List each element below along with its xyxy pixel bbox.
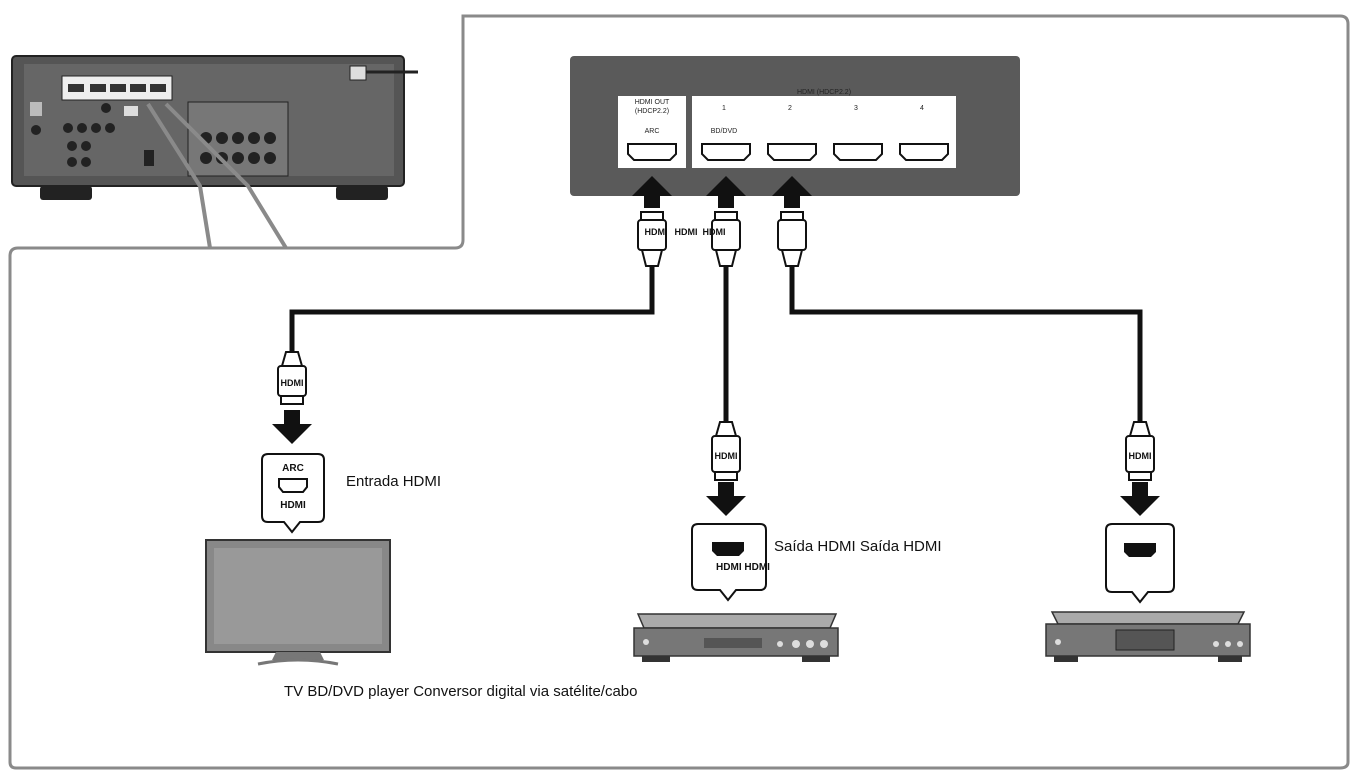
receiver-hdmi-panel: HDMI OUT (HDCP2.2) ARC HDMI (HDCP2.2) 1 … bbox=[570, 56, 1020, 196]
hdmi-plug-bd: HDMI bbox=[711, 421, 741, 481]
hdmi-plug-sat: HDMI bbox=[1125, 421, 1155, 481]
top-cable-label-2: HDMI bbox=[675, 227, 698, 237]
receiver-rear-thumbnail bbox=[11, 55, 418, 200]
hdmi-in-3-port-icon bbox=[833, 143, 883, 161]
hdmi-out-arc: ARC bbox=[645, 128, 660, 135]
hdmi-plug-top-out bbox=[637, 211, 667, 267]
hdmi-port-icon-tv bbox=[278, 478, 308, 493]
hdmi-port-icon-sat bbox=[1124, 543, 1156, 557]
arrow-up-icon-out bbox=[632, 176, 672, 208]
hdmi-plug-tv: HDMI bbox=[277, 351, 307, 405]
sat-port-bubble bbox=[1105, 523, 1175, 604]
arrow-down-icon-sat bbox=[1120, 482, 1160, 516]
input-number-3: 3 bbox=[854, 105, 858, 112]
hdmi-out-sub: (HDCP2.2) bbox=[635, 108, 669, 115]
bd-bubble-hdmi: HDMI HDMI bbox=[716, 562, 770, 573]
top-cable-label-3: HDMI bbox=[703, 227, 726, 237]
arrow-down-icon-bd bbox=[706, 482, 746, 516]
zoom-line-right bbox=[164, 102, 288, 250]
hdmi-in-4-port-icon bbox=[899, 143, 949, 161]
cable-sat bbox=[789, 266, 1143, 422]
input-number-4: 4 bbox=[920, 105, 924, 112]
hdmi-plug-top-in2 bbox=[777, 211, 807, 267]
hdmi-in-1-port-icon bbox=[701, 143, 751, 161]
tv-port-bubble: ARC HDMI bbox=[261, 453, 325, 534]
input-number-1: 1 bbox=[722, 105, 726, 112]
cable-tv bbox=[289, 266, 655, 352]
tv-bubble-arc: ARC bbox=[282, 463, 304, 474]
device-caption: TV BD/DVD player Conversor digital via s… bbox=[284, 683, 637, 700]
zoom-frame bbox=[8, 14, 1350, 770]
zoom-line-left bbox=[146, 102, 212, 249]
hdmi-in-group-label: HDMI (HDCP2.2) bbox=[797, 89, 851, 96]
arrow-up-icon-in2 bbox=[772, 176, 812, 208]
hdmi-out-port-icon bbox=[627, 143, 677, 161]
input-1-sub: BD/DVD bbox=[711, 128, 737, 135]
bd-plug-label: HDMI bbox=[715, 451, 738, 461]
tv-port-label: Entrada HDMI bbox=[346, 473, 441, 490]
bd-port-bubble: HDMI HDMI bbox=[691, 523, 770, 602]
sat-plug-label: HDMI bbox=[1129, 451, 1152, 461]
top-cable-label-1: HDMI bbox=[645, 227, 668, 237]
tv-icon bbox=[205, 539, 391, 666]
arrow-up-icon-in1 bbox=[706, 176, 746, 208]
sat-box-icon bbox=[1045, 611, 1251, 662]
hdmi-plug-top-in1 bbox=[711, 211, 741, 267]
input-number-2: 2 bbox=[788, 105, 792, 112]
tv-bubble-hdmi: HDMI bbox=[280, 500, 306, 511]
hdmi-in-2-port-icon bbox=[767, 143, 817, 161]
arrow-down-icon-tv bbox=[272, 410, 312, 444]
hdmi-out-label: HDMI OUT bbox=[635, 99, 670, 106]
hdmi-port-icon-bd bbox=[712, 542, 744, 556]
bd-port-label: Saída HDMI Saída HDMI bbox=[774, 538, 942, 555]
bd-player-icon bbox=[633, 613, 839, 662]
tv-plug-label: HDMI bbox=[281, 378, 304, 388]
